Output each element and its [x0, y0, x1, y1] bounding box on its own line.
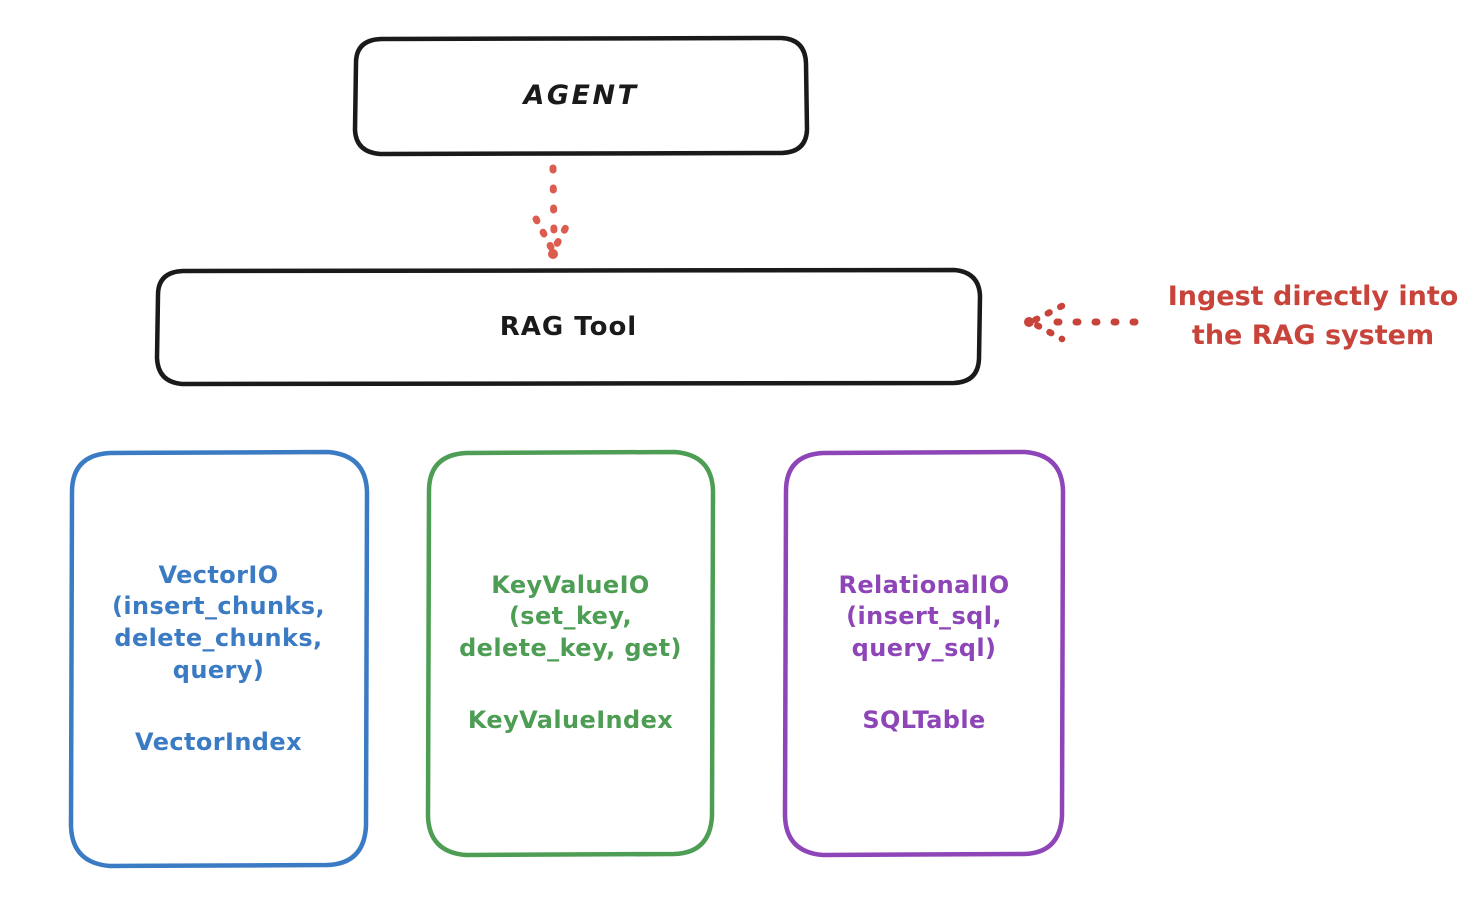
agent-label: AGENT	[523, 80, 639, 112]
vector-index-label: VectorIndex	[135, 727, 302, 756]
ingest-annotation-text: Ingest directly into the RAG system	[1167, 281, 1459, 352]
relational-io-api-label: RelationalIO (insert_sql, query_sql)	[838, 570, 1010, 662]
agent-to-rag-tool-arrow	[532, 164, 575, 259]
ingest-arrow	[1024, 302, 1139, 343]
vector-io-api-label: VectorIO (insert_chunks, delete_chunks, …	[112, 560, 325, 684]
relational-io-node[interactable]: RelationalIO (insert_sql, query_sql) SQL…	[785, 452, 1063, 854]
key-value-io-api-label: KeyValueIO (set_key, delete_key, get)	[459, 570, 682, 662]
vector-io-node[interactable]: VectorIO (insert_chunks, delete_chunks, …	[70, 452, 367, 866]
rag-tool-label: RAG Tool	[499, 311, 638, 342]
key-value-index-label: KeyValueIndex	[467, 705, 674, 734]
agent-node[interactable]: AGENT	[355, 38, 807, 154]
rag-tool-node[interactable]: RAG Tool	[157, 270, 980, 384]
sql-table-label: SQLTable	[862, 705, 986, 734]
key-value-io-node[interactable]: KeyValueIO (set_key, delete_key, get) Ke…	[428, 452, 713, 854]
